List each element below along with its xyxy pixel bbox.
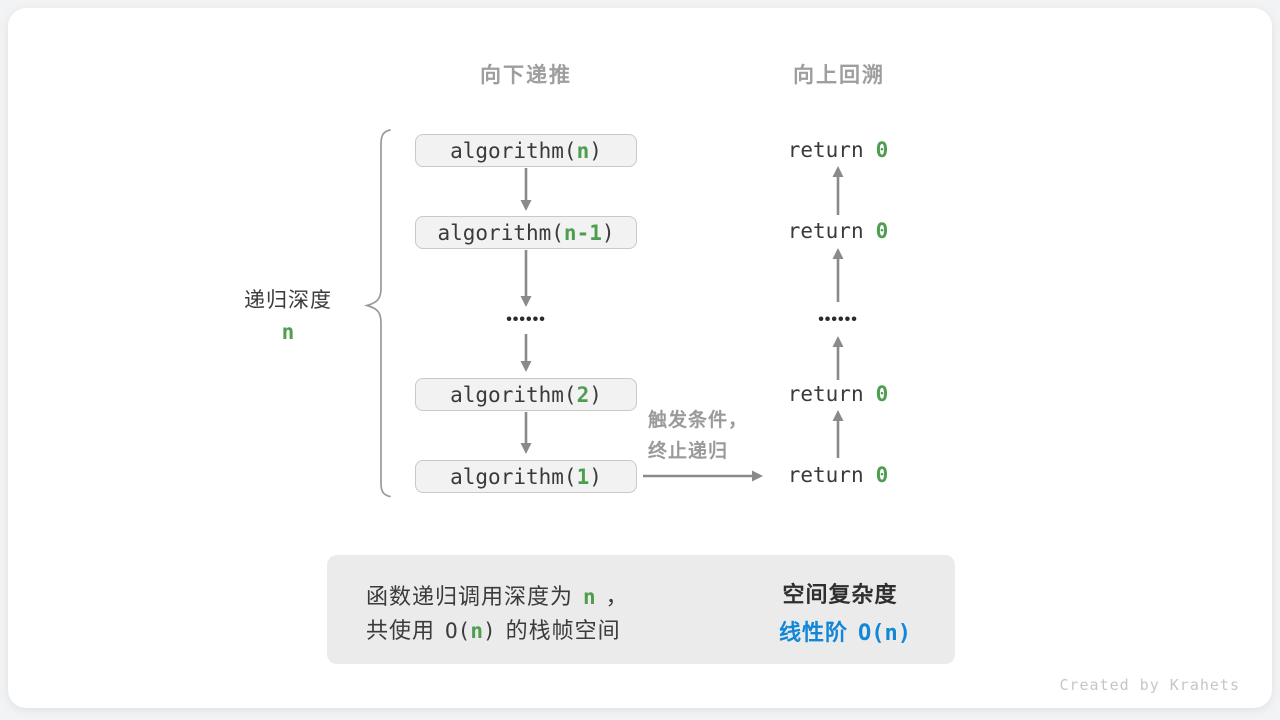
summary-left-line2: 共使用 O(n) 的栈帧空间 <box>366 613 621 645</box>
header-descend: 向下递推 <box>480 64 572 87</box>
call-prefix: algorithm( <box>450 138 577 163</box>
summary-panel <box>327 555 955 664</box>
return-keyword: return <box>787 382 864 406</box>
return-value: 0 <box>875 382 889 406</box>
summary-n: n <box>583 585 596 609</box>
summary-text: 共使用 <box>366 618 436 643</box>
call-suffix: ) <box>589 464 602 489</box>
call-box-algorithm-n: algorithm(n) <box>415 134 637 167</box>
summary-text: 的栈帧空间 <box>505 618 621 643</box>
call-prefix: algorithm( <box>450 464 577 489</box>
summary-text: 函数递归调用深度为 <box>366 584 574 609</box>
space-complexity-title: 空间复杂度 <box>782 582 898 607</box>
call-box-algorithm-2: algorithm(2) <box>415 378 637 411</box>
return-statement: return 0 <box>758 382 918 406</box>
call-suffix: ) <box>601 220 615 245</box>
call-stack-ellipsis: •••••• <box>506 311 546 328</box>
summary-left-line1: 函数递归调用深度为 n ， <box>366 579 629 611</box>
return-value: 0 <box>875 463 889 487</box>
call-box-algorithm-1: algorithm(1) <box>415 460 637 493</box>
return-value: 0 <box>875 138 889 162</box>
call-param: 2 <box>576 382 590 407</box>
call-param: n <box>576 138 590 163</box>
return-keyword: return <box>787 219 864 243</box>
summary-comma: ， <box>605 584 629 609</box>
complexity-order-label: 线性阶 <box>779 620 849 645</box>
call-box-algorithm-n-1: algorithm(n-1) <box>415 216 637 249</box>
call-suffix: ) <box>589 382 602 407</box>
return-statement: return 0 <box>758 138 918 162</box>
base-case-note-line2: 终止递归 <box>648 441 729 462</box>
base-case-note-line1: 触发条件， <box>648 410 749 431</box>
call-suffix: ) <box>589 138 602 163</box>
depth-label: 递归深度 <box>244 289 332 312</box>
return-keyword: return <box>787 138 864 162</box>
return-column-ellipsis: •••••• <box>818 311 858 328</box>
complexity-big-o: O(n) <box>858 621 911 646</box>
return-keyword: return <box>787 463 864 487</box>
space-complexity-value: 线性阶 O(n) <box>750 615 940 647</box>
call-param: n-1 <box>563 220 602 245</box>
big-o-close: ) <box>482 619 496 643</box>
return-statement: return 0 <box>758 219 918 243</box>
big-o-n: n <box>470 619 483 643</box>
return-statement: return 0 <box>758 463 918 487</box>
credit-text: Created by Krahets <box>1059 676 1240 694</box>
call-prefix: algorithm( <box>437 220 564 245</box>
depth-value: n <box>281 320 295 344</box>
big-o-open: O( <box>445 619 471 643</box>
call-prefix: algorithm( <box>450 382 577 407</box>
header-backtrack: 向上回溯 <box>793 64 885 87</box>
call-param: 1 <box>576 464 590 489</box>
return-value: 0 <box>875 219 889 243</box>
